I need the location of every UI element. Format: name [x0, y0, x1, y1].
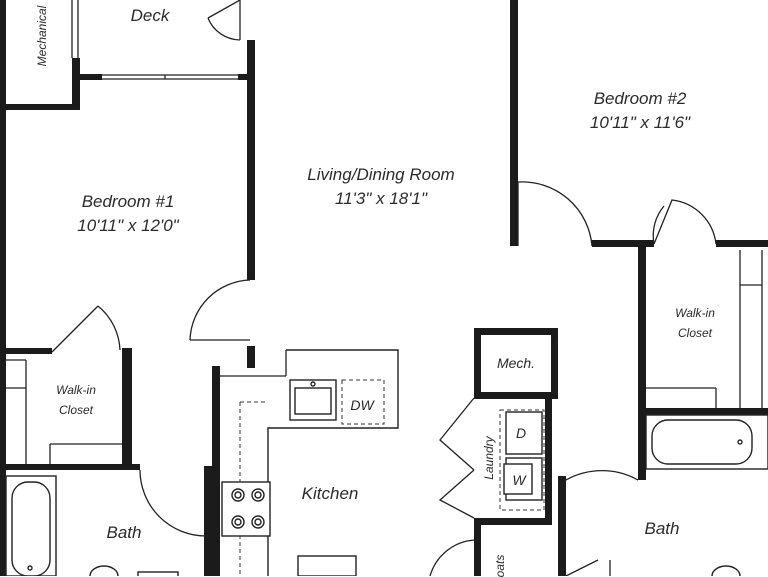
walkin-left-line2: Closet: [58, 403, 94, 417]
bedroom1-dims: 10'11" x 12'0": [77, 216, 179, 235]
washer-label: W: [512, 472, 526, 488]
mechanical-label: Mechanical: [35, 5, 49, 67]
bath-right-label: Bath: [644, 519, 680, 538]
doors: [51, 0, 717, 576]
walkin-left-line1: Walk-in: [56, 383, 96, 397]
kitchen-counters: [220, 349, 399, 576]
dryer-label: D: [515, 425, 527, 441]
bath-left-label: Bath: [106, 523, 142, 542]
windows: [6, 0, 763, 464]
laundry-appliances: [499, 409, 545, 511]
living-room-dims: 11'3" x 18'1": [335, 189, 427, 208]
bath-fixtures: [5, 414, 768, 576]
laundry-label: Laundry: [482, 436, 496, 480]
coats-label: oats: [493, 554, 507, 577]
mech-label: Mech.: [496, 355, 536, 371]
deck-label: Deck: [130, 6, 170, 25]
bedroom2-dims: 10'11" x 11'6": [589, 113, 691, 132]
dishwasher-label: DW: [350, 397, 374, 413]
kitchen-label: Kitchen: [301, 484, 359, 503]
bedroom1-name: Bedroom #1: [81, 192, 175, 211]
living-room-name: Living/Dining Room: [307, 165, 455, 184]
walkin-right-line1: Walk-in: [675, 306, 715, 320]
bedroom2-name: Bedroom #2: [593, 89, 687, 108]
walkin-right-line2: Closet: [677, 326, 713, 340]
